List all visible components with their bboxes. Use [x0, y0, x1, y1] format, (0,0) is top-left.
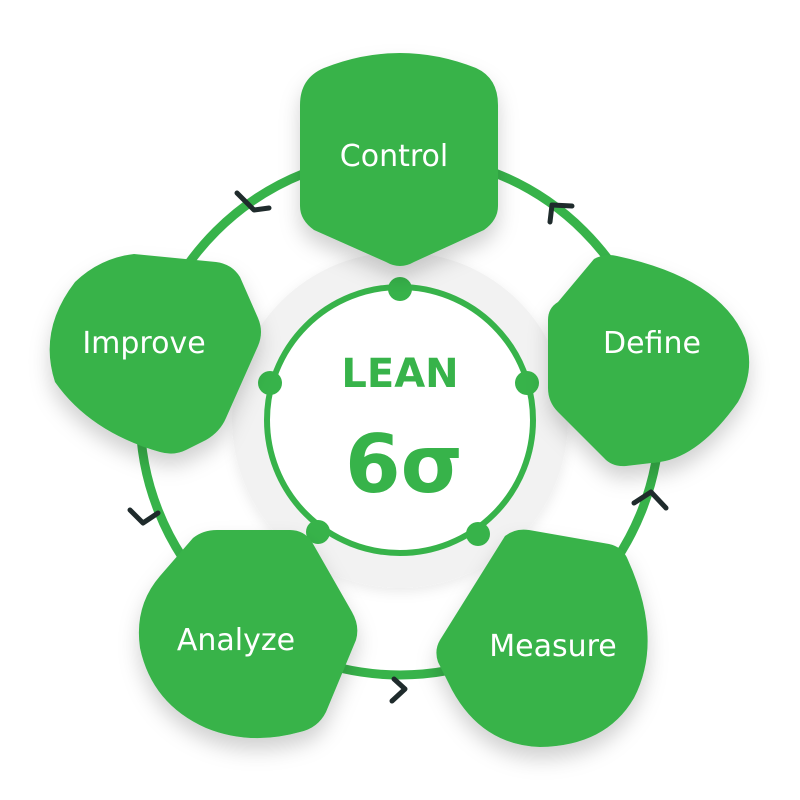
step-analyze: Analyze: [138, 530, 358, 739]
cycle-arrows: [127, 190, 669, 704]
center-symbol: 6σ: [345, 418, 463, 511]
inner-node-bottom-left: [306, 520, 330, 544]
step-define: Define: [548, 255, 750, 467]
arrow-improve-to-analyze: [127, 507, 161, 526]
inner-node-top: [388, 277, 412, 301]
arrow-measure-to-define: [631, 489, 669, 511]
step-measure: Measure: [436, 529, 648, 747]
step-improve-label: Improve: [82, 326, 205, 361]
inner-node-bottom-right: [466, 522, 490, 546]
step-measure-label: Measure: [489, 629, 617, 664]
step-analyze-label: Analyze: [177, 623, 295, 658]
step-control-label: Control: [340, 139, 448, 174]
step-control: Control: [300, 53, 498, 266]
arrow-control-to-improve: [234, 190, 272, 213]
step-measure-shape: [436, 529, 648, 747]
step-define-shape: [548, 255, 750, 467]
step-improve-shape: [49, 254, 261, 454]
inner-ring-nodes: [258, 277, 539, 546]
step-control-shape: [300, 53, 498, 266]
center-title: LEAN: [341, 351, 458, 397]
inner-node-left: [258, 371, 282, 395]
step-define-label: Define: [603, 326, 701, 361]
step-improve: Improve: [49, 254, 261, 454]
inner-node-right: [515, 371, 539, 395]
step-analyze-shape: [138, 530, 358, 739]
arrow-analyze-to-measure: [389, 676, 408, 704]
arrow-define-to-control: [547, 202, 575, 225]
